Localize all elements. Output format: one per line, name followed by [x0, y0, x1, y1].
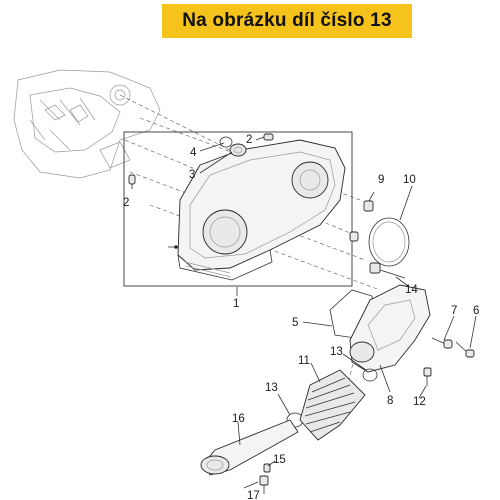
intake-duct-16	[200, 419, 299, 476]
callout-17: 17	[247, 490, 260, 500]
callout-15: 15	[273, 454, 286, 466]
bushing-7	[431, 337, 453, 349]
callout-4: 4	[190, 147, 197, 159]
oil-seal-3	[229, 143, 247, 157]
transmission-cover	[174, 139, 346, 281]
callout-labels: 1 2 2 3 4 5 6 7 8 9 10 11 12 13 13 14 15…	[123, 134, 479, 500]
bellows-11	[299, 369, 366, 441]
callout-5: 5	[292, 317, 298, 329]
bolt-14	[369, 262, 406, 279]
cover-assembly-box	[123, 131, 353, 287]
screw-12	[423, 367, 432, 386]
callout-12: 12	[413, 396, 426, 408]
callout-2b: 2	[123, 197, 129, 209]
callout-16: 16	[232, 413, 245, 425]
callout-2a: 2	[246, 134, 252, 146]
callout-9: 9	[378, 174, 384, 186]
callout-11: 11	[298, 355, 310, 367]
clamp-13a	[362, 368, 378, 382]
callout-14: 14	[405, 284, 418, 296]
pin-2b	[128, 174, 136, 185]
banner-text: Na obrázku díl číslo 13	[182, 10, 392, 31]
screw-6	[455, 341, 475, 358]
callout-3: 3	[189, 169, 195, 181]
callout-13b: 13	[265, 382, 278, 394]
callout-7: 7	[451, 305, 457, 317]
part-number-banner: Na obrázku díl číslo 13	[162, 4, 412, 38]
leader-lines	[131, 136, 477, 489]
callout-13a: 13	[330, 346, 343, 358]
callout-8: 8	[387, 395, 393, 407]
callout-10: 10	[403, 174, 416, 186]
pin-2a	[263, 133, 274, 141]
engine-case-outline	[13, 69, 161, 179]
air-duct-cover-8	[349, 284, 431, 373]
nut-9	[363, 200, 374, 212]
spacer-9b	[349, 231, 359, 242]
screw-17	[259, 475, 269, 494]
callout-6: 6	[473, 305, 479, 317]
callout-1: 1	[233, 298, 239, 310]
circlip-4	[219, 136, 233, 148]
gasket-10	[368, 217, 410, 267]
